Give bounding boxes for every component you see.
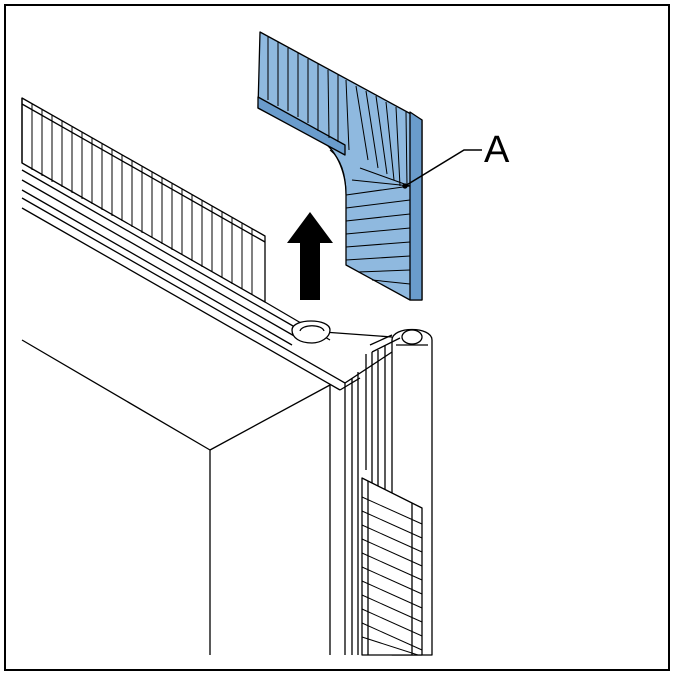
- rail-slot: [291, 320, 331, 344]
- figure-border: [4, 4, 670, 671]
- callout-label-a: A: [484, 129, 510, 171]
- up-arrow-icon: [287, 212, 333, 300]
- door-panel: [21, 339, 359, 655]
- rear-brush-strip: [21, 97, 266, 303]
- door-frame-assembly: [21, 97, 433, 656]
- corner-piece-a: [257, 31, 423, 301]
- top-rail: [21, 169, 393, 391]
- side-brush-strip: [361, 477, 423, 656]
- callout-leader: [404, 149, 482, 187]
